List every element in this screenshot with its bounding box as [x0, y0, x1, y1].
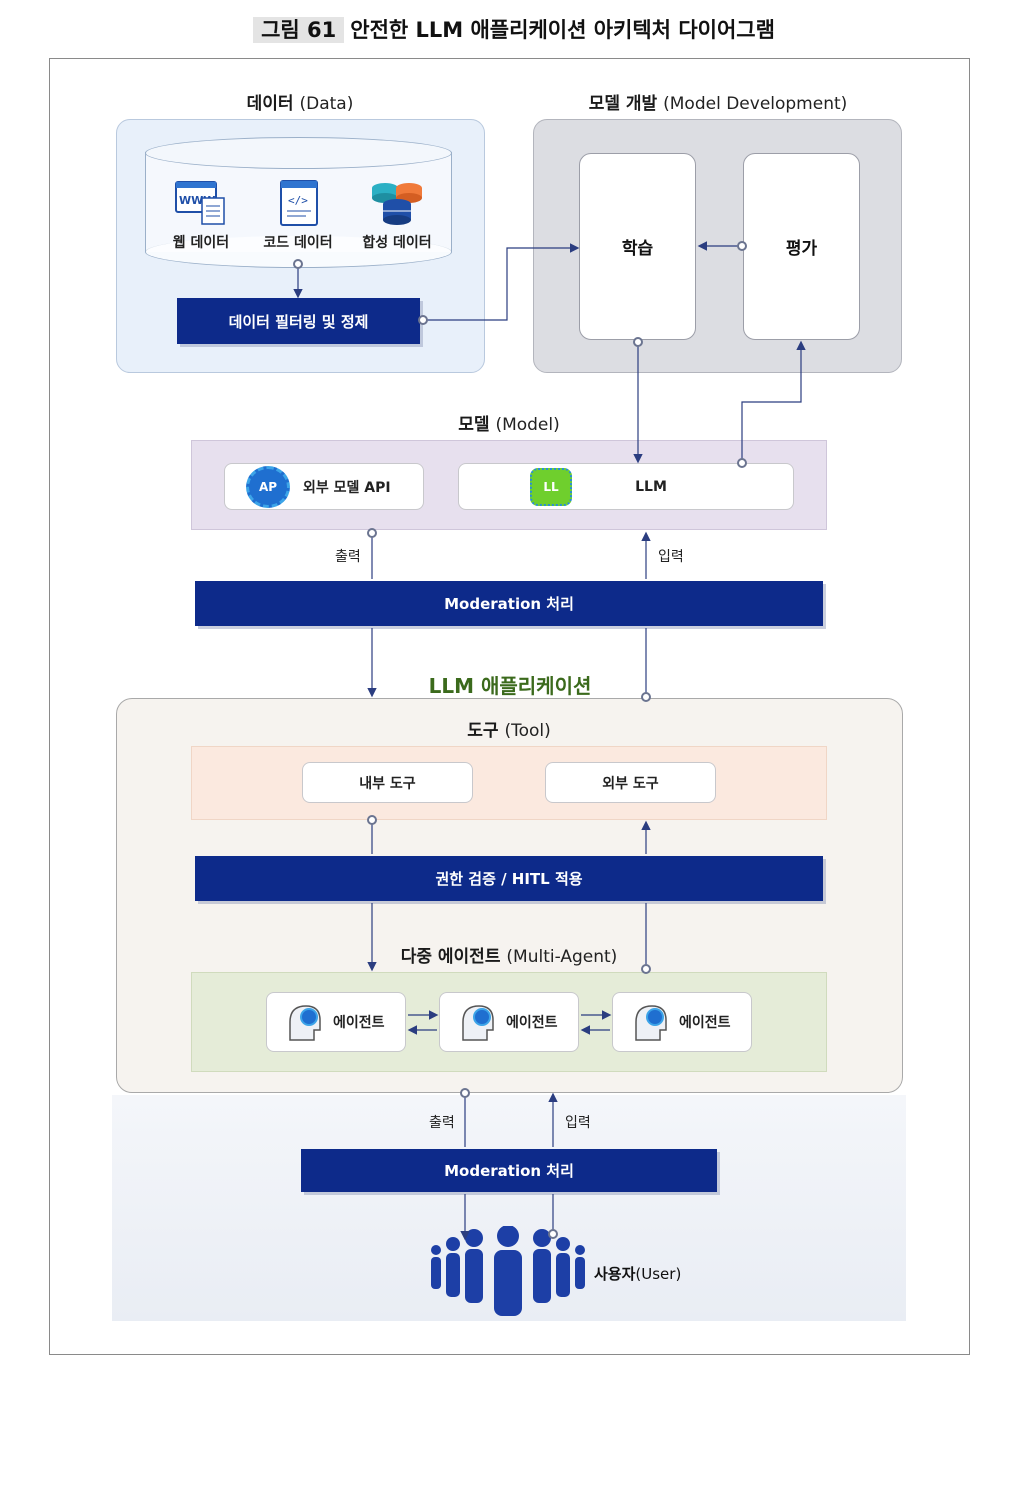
top-moderation-bar: Moderation 처리 [195, 581, 823, 626]
filter-to-training-arrow [423, 243, 580, 321]
agent-robot-icon [635, 1005, 667, 1041]
external-model-api-label: 외부 모델 API [303, 479, 391, 496]
agent-section-title: 다중 에이전트 (Multi-Agent) [400, 947, 618, 967]
agent-robot-icon [289, 1005, 321, 1041]
llm-application-title: LLM 애플리케이션 [428, 674, 592, 698]
data-filter-bar: 데이터 필터링 및 정제 [177, 298, 420, 344]
svg-text:</>: </> [288, 194, 308, 207]
agent-robot-icon [462, 1005, 494, 1041]
data-store-cylinder-top [145, 137, 452, 169]
model-section-title: 모델 (Model) [458, 415, 560, 435]
top-output-label: 출력 [335, 549, 361, 565]
top-input-label: 입력 [658, 549, 684, 565]
figure-title: 안전한 LLM 애플리케이션 아키텍처 다이어그램 [350, 18, 775, 42]
bottom-moderation-bar: Moderation 처리 [301, 1149, 717, 1192]
tool-panel [191, 746, 827, 820]
figure-number: 그림 61 [253, 17, 345, 43]
dev-section-title: 모델 개발 (Model Development) [588, 94, 848, 114]
source-label-web: 웹 데이터 [172, 235, 230, 251]
external-tool-card: 외부 도구 [545, 762, 716, 803]
agent-label: 에이전트 [679, 1015, 731, 1031]
agent-label: 에이전트 [506, 1015, 558, 1031]
source-label-code: 코드 데이터 [263, 235, 333, 251]
llm-to-eval-arrow [741, 340, 806, 463]
data-section-title: 데이터 (Data) [246, 94, 354, 114]
auth-hitl-bar: 권한 검증 / HITL 적용 [195, 856, 823, 901]
agent-label: 에이전트 [333, 1015, 385, 1031]
training-card: 학습 [579, 153, 696, 340]
database-icon [372, 183, 422, 225]
code-data-icon: </> [280, 180, 318, 226]
web-data-icon: WWW [175, 181, 225, 225]
api-gear-icon: AP [246, 466, 290, 508]
llm-chip-icon: LL [530, 468, 572, 506]
source-label-synthetic: 합성 데이터 [362, 235, 432, 251]
bottom-output-label: 출력 [429, 1115, 455, 1131]
internal-tool-card: 내부 도구 [302, 762, 473, 803]
bottom-input-label: 입력 [565, 1115, 591, 1131]
llm-card: LLM [458, 463, 794, 510]
user-label: 사용자(User) [594, 1265, 682, 1283]
tool-section-title: 도구 (Tool) [467, 721, 551, 741]
llm-label: LLM [635, 478, 667, 495]
